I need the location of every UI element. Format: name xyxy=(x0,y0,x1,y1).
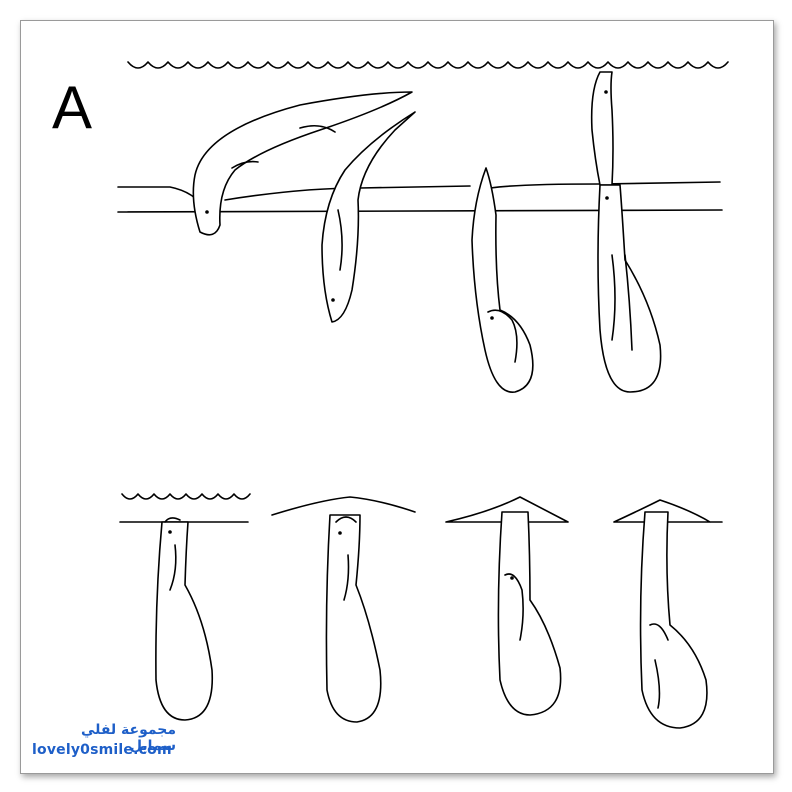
eel-figure-1 xyxy=(192,91,413,236)
watermark-arabic: مجموعة لفلي سمايل xyxy=(80,722,176,754)
eel-7-eye xyxy=(510,576,514,580)
eel-1-eye xyxy=(205,210,209,214)
eel-figure-6 xyxy=(325,514,382,723)
eel-4-eye-lower xyxy=(605,196,609,200)
eel-6-eye xyxy=(338,531,342,535)
eel-figure-4-upper xyxy=(590,71,614,186)
eel-figure-2 xyxy=(321,111,416,323)
panel-label: A xyxy=(52,74,93,141)
surface-wave-bottom xyxy=(121,493,251,500)
eel-4-eye-upper xyxy=(604,90,608,94)
ground-line-bottom-2 xyxy=(271,496,416,516)
surface-wave-top xyxy=(127,61,729,69)
eel-figure-5 xyxy=(155,521,214,721)
eel-figure-3 xyxy=(471,167,534,393)
watermark-site: lovely0smile.com xyxy=(32,742,172,758)
eel-3-eye xyxy=(490,316,494,320)
eel-figure-4-lower xyxy=(597,184,662,393)
eel-figure-7 xyxy=(497,511,562,716)
eel-2-eye xyxy=(331,298,335,302)
eel-figure-8 xyxy=(639,511,708,729)
eel-5-eye xyxy=(168,530,172,534)
